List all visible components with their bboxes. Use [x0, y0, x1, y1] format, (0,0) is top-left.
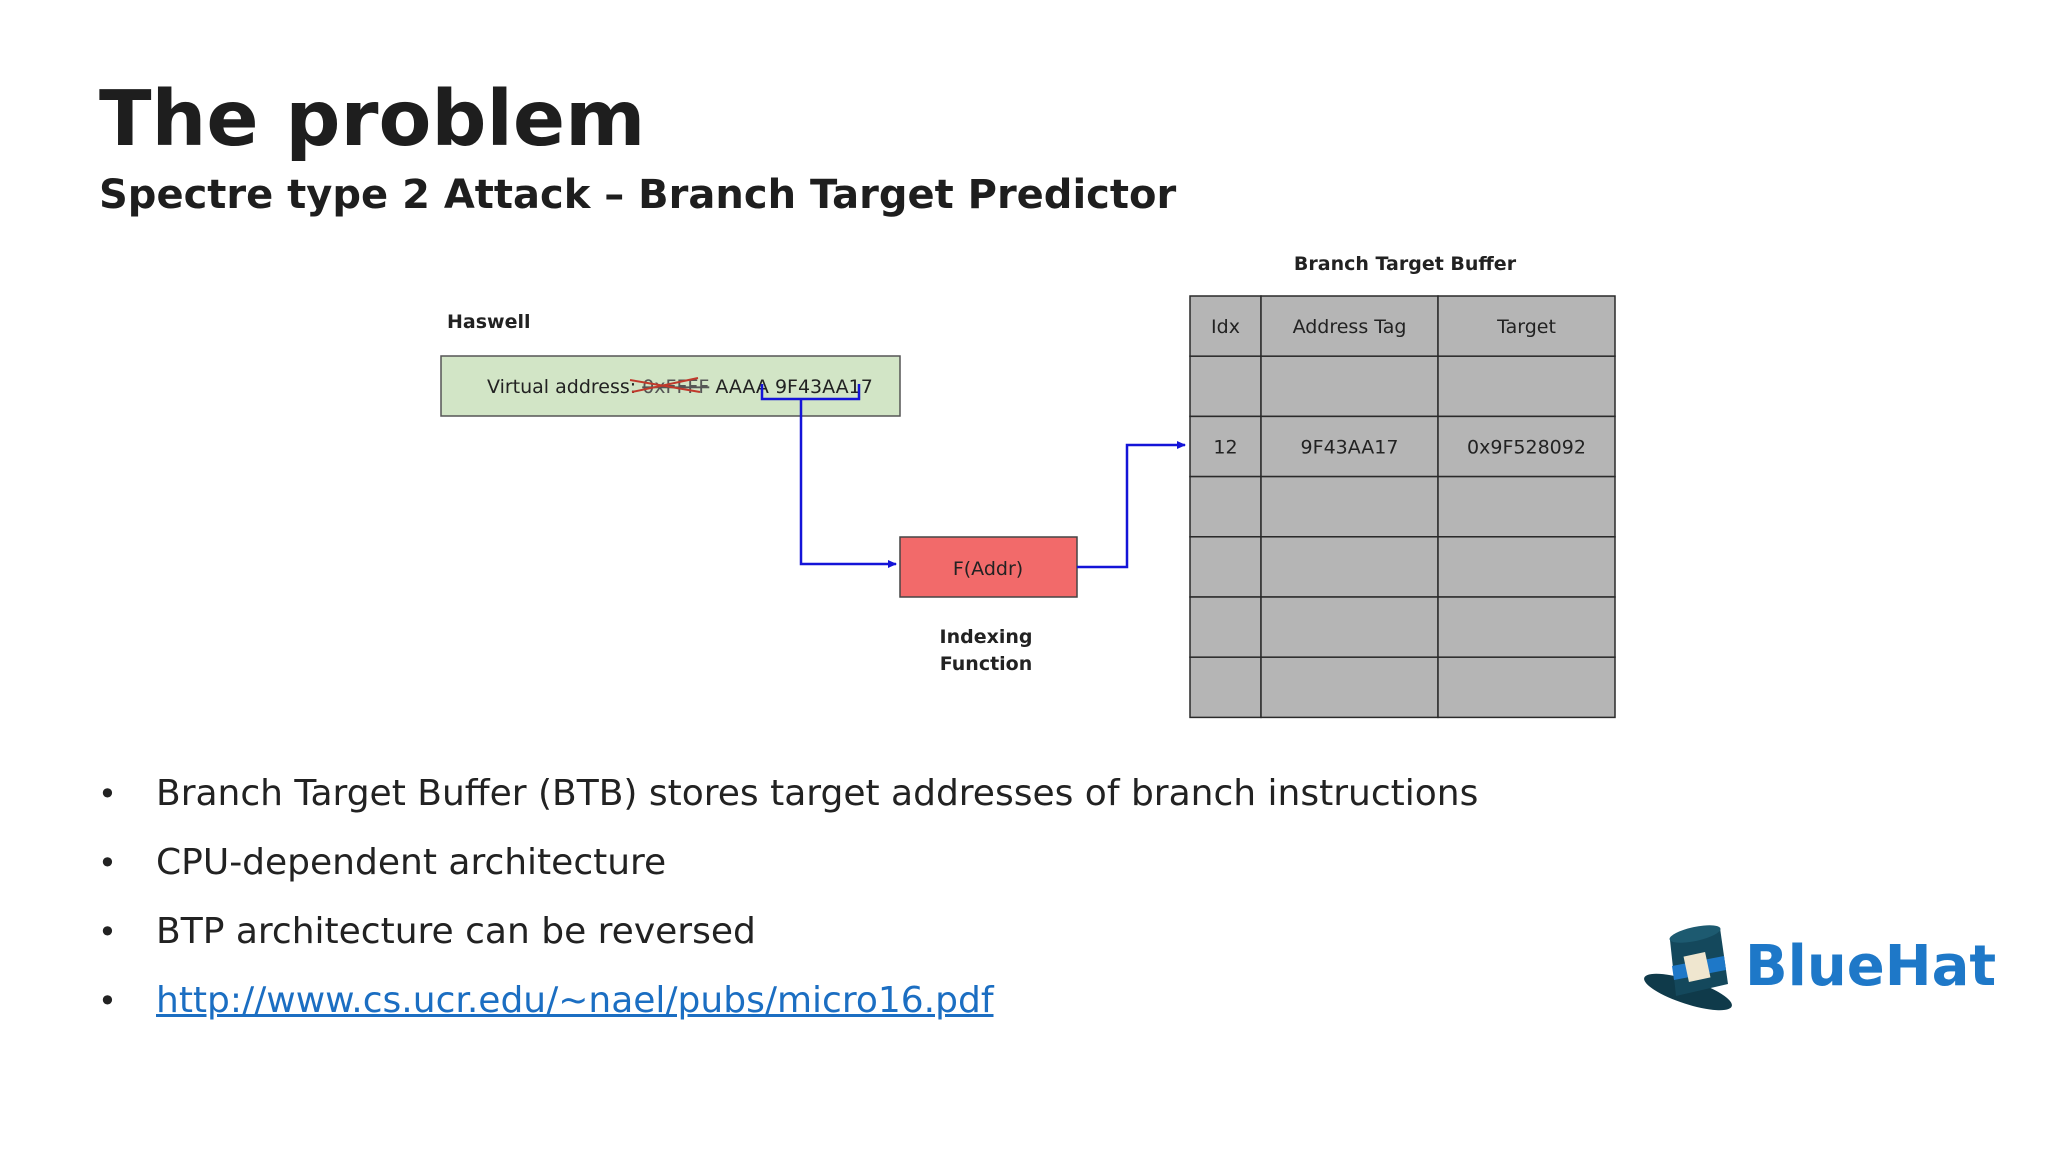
- btb-cell: [1260, 415, 1439, 478]
- arrow-address-to-function: [799, 399, 897, 568]
- btb-cell: [1189, 415, 1262, 478]
- btb-header-text: Address Tag: [1293, 316, 1407, 338]
- arrow-function-to-btb: [1077, 441, 1186, 569]
- bullet-text: CPU-dependent architecture: [156, 842, 667, 883]
- top-hat-icon: [1644, 925, 1732, 1011]
- bullet-dot: •: [98, 913, 117, 951]
- bullet-item: • Branch Target Buffer (BTB) stores targe…: [98, 768, 1478, 837]
- bullet-list: • Branch Target Buffer (BTB) stores targe…: [98, 768, 1478, 1044]
- btb-cell: [1189, 355, 1262, 418]
- haswell-label: Haswell: [447, 311, 531, 333]
- virtual-address-text: Virtual address: 0xFFFF AAAA 9F43AA17: [487, 376, 873, 398]
- bullet-item: • http://www.cs.ucr.edu/~nael/pubs/micro1…: [98, 975, 1478, 1044]
- btb-cell: [1189, 536, 1262, 598]
- btb-diagram: Haswell Virtual address: 0xFFFF AAAA 9F4…: [440, 253, 1616, 719]
- btb-title: Branch Target Buffer: [1294, 253, 1517, 275]
- btb-cell: [1260, 656, 1439, 719]
- btb-header-text: Target: [1496, 316, 1556, 338]
- btb-table: Idx Address Tag Target 12 9F43AA17 0x9F528092: [1189, 295, 1616, 719]
- function-caption-line2: Function: [940, 653, 1033, 675]
- strike-mark-2: [631, 377, 699, 393]
- bullet-text: Branch Target Buffer (BTB) stores target…: [156, 773, 1479, 814]
- btb-cell: [1189, 656, 1262, 719]
- btb-cell: [1437, 596, 1616, 658]
- bullet-item: • BTP architecture can be reversed: [98, 906, 1478, 975]
- slide-title: The problem: [99, 75, 646, 164]
- bullet-dot: •: [98, 844, 117, 882]
- btb-cell: [1437, 656, 1616, 719]
- address-middle: AAAA: [709, 376, 775, 398]
- indexed-bits: 9F43AA17: [775, 376, 873, 398]
- btb-cell: [1260, 596, 1439, 658]
- virtual-address-box: [440, 355, 901, 417]
- slide-subtitle: Spectre type 2 Attack – Branch Target Pr…: [99, 172, 1177, 218]
- index-bracket: [760, 384, 861, 401]
- btb-cell: [1437, 355, 1616, 418]
- bullet-dot: •: [98, 982, 117, 1020]
- btb-cell: [1437, 536, 1616, 598]
- btb-cell: [1189, 475, 1262, 538]
- btb-cell: [1260, 475, 1439, 538]
- reference-link[interactable]: http://www.cs.ucr.edu/~nael/pubs/micro16…: [156, 980, 994, 1021]
- bluehat-logo-text: BlueHat: [1745, 934, 1997, 999]
- btb-header-text: Idx: [1211, 316, 1240, 338]
- btb-header-cell: [1437, 295, 1616, 357]
- bullet-dot: •: [98, 775, 117, 813]
- btb-cell: [1260, 355, 1439, 418]
- bluehat-logo: BlueHat: [1640, 910, 1996, 1020]
- function-caption-line1: Indexing: [940, 626, 1033, 648]
- btb-cell-text: 0x9F528092: [1467, 437, 1586, 459]
- virtual-address-prefix: Virtual address:: [487, 376, 642, 398]
- bullet-item: • CPU-dependent architecture: [98, 837, 1478, 906]
- btb-cell-text: 9F43AA17: [1301, 437, 1399, 459]
- btb-cell: [1437, 475, 1616, 538]
- btb-cell: [1260, 536, 1439, 598]
- function-box-label: F(Addr): [953, 558, 1023, 580]
- btb-cell: [1189, 596, 1262, 658]
- bullet-text: BTP architecture can be reversed: [156, 911, 756, 952]
- btb-cell-text: 12: [1213, 437, 1237, 459]
